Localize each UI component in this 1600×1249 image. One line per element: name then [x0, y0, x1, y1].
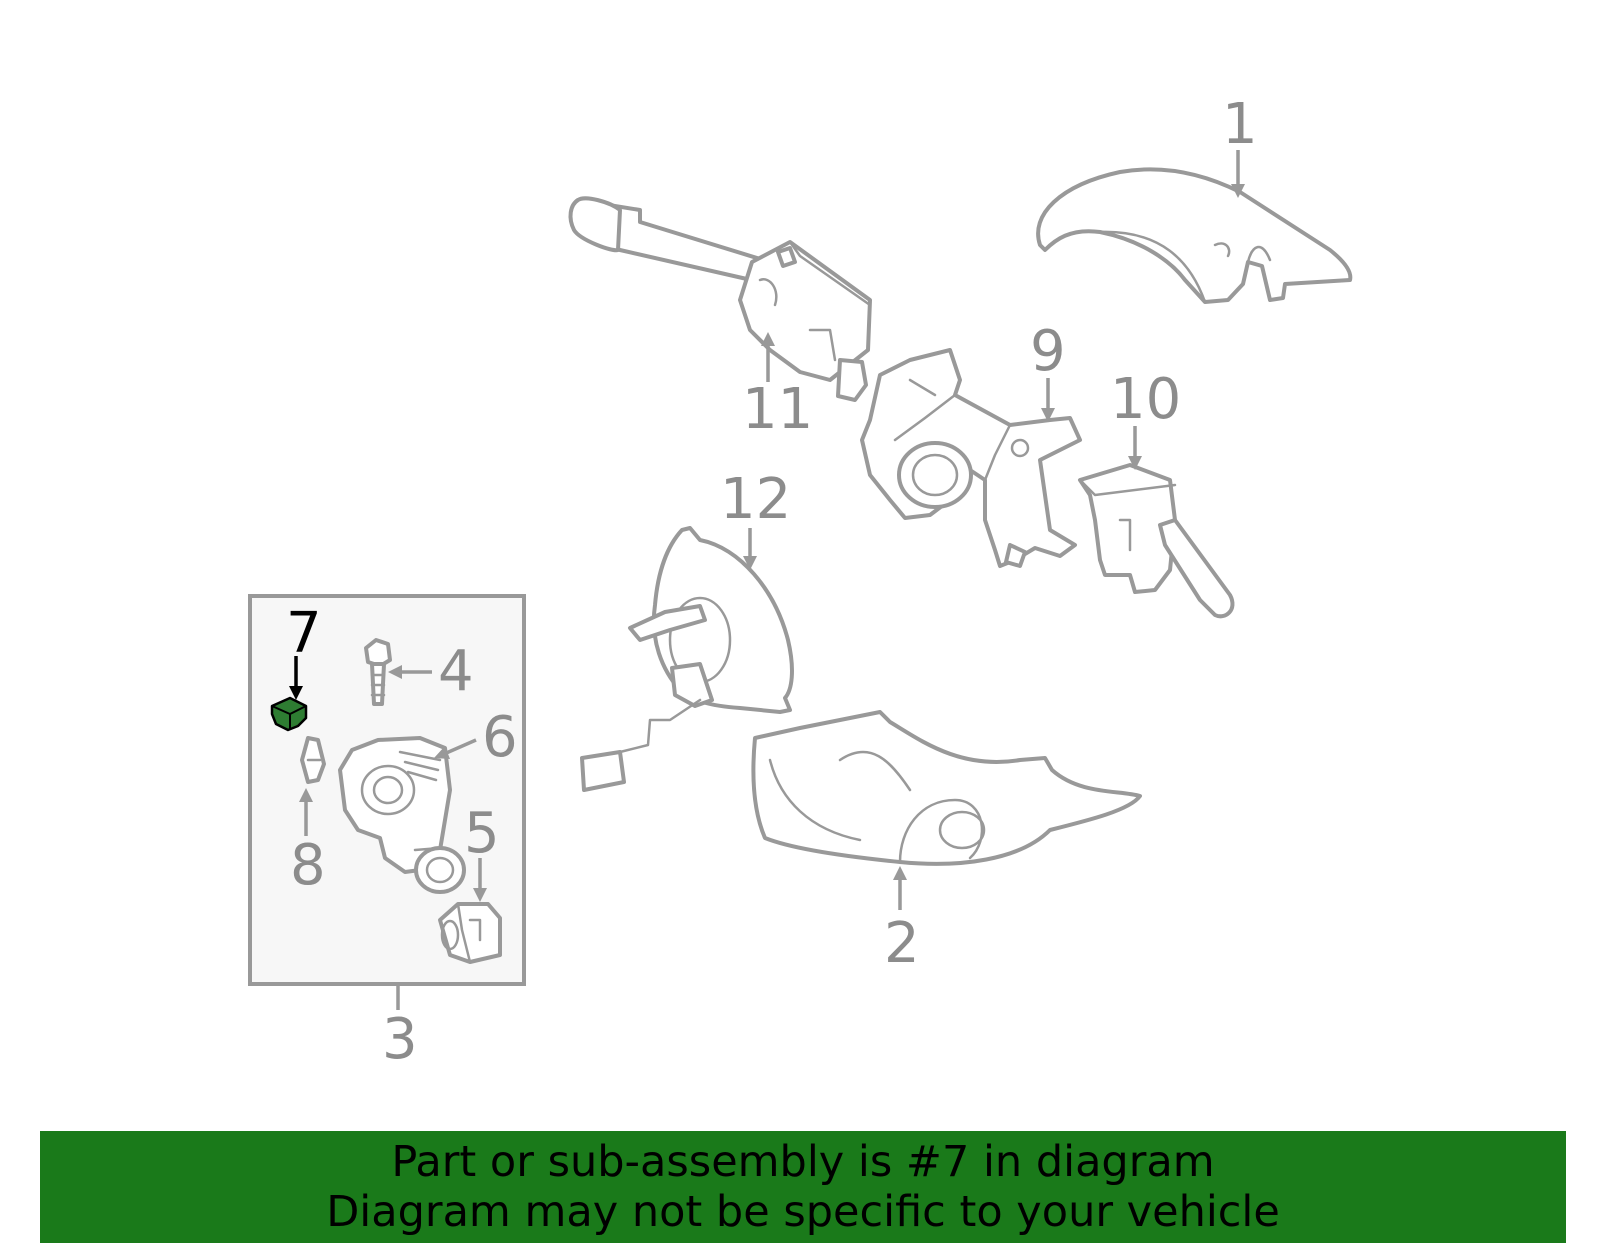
banner-line-1: Part or sub-assembly is #7 in diagram	[391, 1137, 1215, 1187]
arrow-2	[893, 866, 907, 910]
arrow-11	[761, 332, 775, 382]
part-10-lever-switch[interactable]	[1078, 463, 1235, 619]
part-7-highlighted[interactable]	[270, 696, 308, 732]
banner-line-2: Diagram may not be specific to your vehi…	[326, 1187, 1280, 1237]
arrow-8	[299, 788, 313, 836]
part-6-lock-housing[interactable]	[338, 736, 466, 894]
part-2-lower-shroud[interactable]	[751, 710, 1142, 866]
arrow-12	[743, 528, 757, 570]
part-9-switch-housing[interactable]	[860, 348, 1082, 568]
callout-7: 7	[286, 601, 322, 666]
callout-5: 5	[464, 801, 500, 866]
part-5-lock-cylinder[interactable]	[438, 902, 502, 964]
part-4-bolt[interactable]	[364, 638, 392, 706]
arrow-9	[1041, 378, 1055, 422]
info-banner: Part or sub-assembly is #7 in diagram Di…	[40, 1131, 1566, 1243]
part-11-combination-switch-lever[interactable]	[568, 196, 872, 402]
callout-6: 6	[482, 705, 518, 770]
callout-10: 10	[1110, 367, 1181, 432]
arrow-6	[434, 738, 477, 759]
arrow-7	[289, 656, 303, 700]
callout-3: 3	[382, 1007, 418, 1072]
callout-11: 11	[742, 377, 813, 442]
callout-4: 4	[438, 639, 474, 704]
part-1-upper-shroud[interactable]	[1036, 167, 1353, 304]
part-8-clip[interactable]	[300, 736, 326, 784]
callout-8: 8	[290, 833, 326, 898]
callout-1: 1	[1222, 92, 1258, 157]
part-12-clock-spring[interactable]	[580, 526, 794, 792]
arrow-5	[473, 858, 487, 902]
callout-2: 2	[884, 911, 920, 976]
callout-9: 9	[1030, 319, 1066, 384]
arrow-4	[388, 665, 432, 679]
callout-12: 12	[720, 467, 791, 532]
arrow-1	[1231, 150, 1245, 198]
arrow-10	[1128, 426, 1142, 470]
